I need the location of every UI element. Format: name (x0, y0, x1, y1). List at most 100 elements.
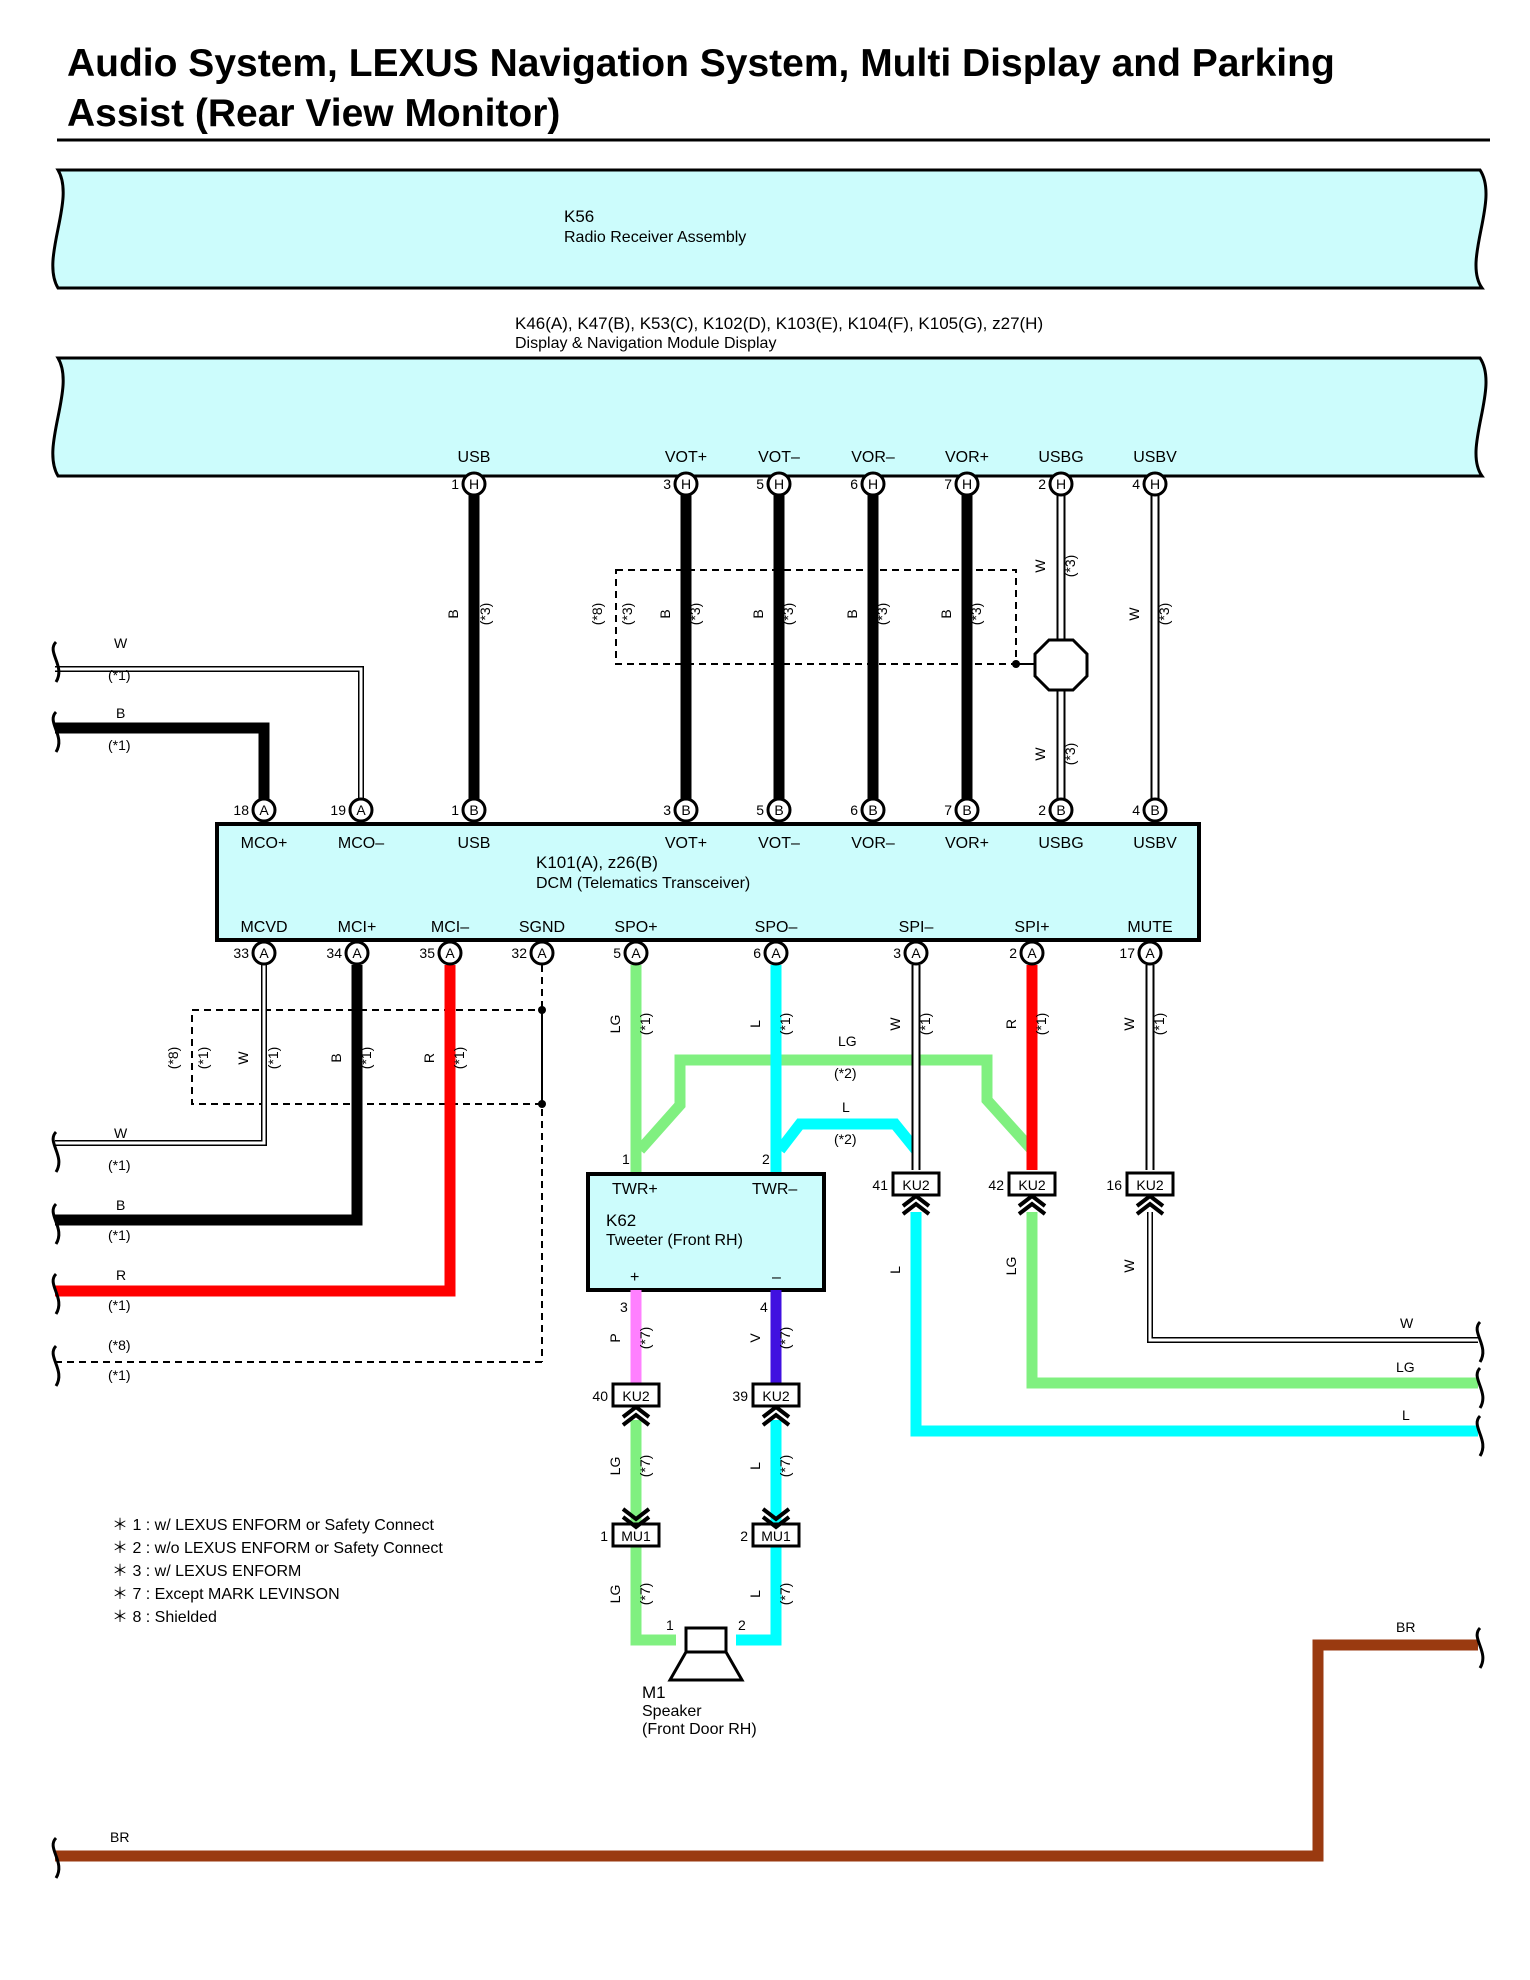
dcm-top-pin-vorm-conn: B (868, 802, 877, 818)
dcm-top-pin-usb-conn: B (469, 802, 478, 818)
dcm-bottom-pin-spom-num: 6 (753, 945, 761, 961)
dcm-bottom-pin-spom-conn: A (771, 945, 781, 961)
wl-note2-b: (*2) (834, 1131, 857, 1147)
vl-lo-n8: (*8) (165, 1047, 181, 1070)
conn-ku2-41-chevron-icon (901, 1194, 931, 1216)
dcm-bottom-pin-mute-conn: A (1145, 945, 1155, 961)
k62-pin-twr-plus: TWR+ (612, 1181, 658, 1198)
dcm-top-pin-votp-num: 3 (663, 802, 671, 818)
vl-usb-b: B (445, 609, 461, 618)
vl-ku40-lg: LG (607, 1457, 623, 1476)
dcm-top-pin-mcom: A19 (330, 797, 374, 823)
vl-spom-l: L (747, 1020, 763, 1028)
nav-pin-votm-conn: H (774, 476, 784, 492)
dcm-top-pin-vorm: B6 (850, 797, 886, 823)
wl-note1-e: (*1) (108, 1297, 131, 1313)
nav-pin-vorm-num: 6 (850, 476, 858, 492)
vl-mu1-l-n7: (*7) (777, 1583, 793, 1606)
wire-mu1-2-l (736, 1546, 782, 1646)
wl-b-top: B (116, 705, 125, 721)
conn-ku2-41-label: KU2 (902, 1177, 929, 1193)
wl-lg-right: LG (1396, 1359, 1415, 1375)
dcm-bottom-pin-mcvd-num: 33 (233, 945, 249, 961)
k62-plus: + (630, 1269, 639, 1286)
vl-ku39-n7: (*7) (777, 1455, 793, 1478)
conn-ku2-41-num: 41 (872, 1177, 888, 1193)
vl-vorm-n3: (*3) (874, 603, 890, 626)
conn-ku2-40-label: KU2 (622, 1388, 649, 1404)
wire-mcom-white (55, 667, 363, 814)
nav-pin-votm: H5 (756, 471, 792, 497)
dcm-name: DCM (Telematics Transceiver) (536, 875, 750, 892)
vl-usbg-n3b: (*3) (1062, 743, 1078, 766)
wl-br-left: BR (110, 1829, 129, 1845)
nav-pin-usbv-label: USBV (1133, 449, 1177, 466)
conn-mu1-2-num: 2 (740, 1528, 748, 1544)
legend-4: ＊ 7 : Except MARK LEVINSON (112, 1586, 340, 1603)
vl-usbg-w1: W (1032, 559, 1048, 573)
k62-id: K62 (606, 1211, 636, 1230)
dcm-bottom-pin-spip-num: 2 (1009, 945, 1017, 961)
nav-pin-usbg-conn: H (1056, 476, 1066, 492)
vl-spip-r: R (1003, 1019, 1019, 1029)
wire-mcvd-white-outline (55, 965, 267, 1146)
vl-k62-v: V (747, 1333, 763, 1343)
vl-vorm-b: B (844, 609, 860, 618)
vl-votp-n3: (*3) (687, 603, 703, 626)
dcm-top-pin-mcom-conn: A (356, 802, 366, 818)
conn-ku2-41: KU2 41 (872, 1171, 941, 1216)
pin-m1-1: 1 (666, 1617, 674, 1633)
shield-box-top (615, 569, 1017, 665)
dcm-top-pin-vorp-conn: B (962, 802, 971, 818)
k62-name: Tweeter (Front RH) (606, 1232, 743, 1249)
dcm-pin-mute-label: MUTE (1127, 919, 1172, 936)
vl-mute-w: W (1121, 1017, 1137, 1031)
vl-mute-n1: (*1) (1151, 1013, 1167, 1036)
dcm-pin-mcim-label: MCI– (431, 919, 469, 936)
nav-pin-vorm-conn: H (868, 476, 878, 492)
dcm-top-pin-votp-conn: B (681, 802, 690, 818)
wire-ku2-41-l (910, 1212, 1478, 1437)
vl-lo-n1: (*1) (195, 1047, 211, 1070)
wl-l-right: L (1402, 1407, 1410, 1423)
dcm-bottom-pin-mcim: A35 (419, 940, 463, 966)
nav-pin-vorm-label: VOR– (851, 449, 895, 466)
wl-w-mid: W (114, 1125, 128, 1141)
vl-usbv-w: W (1126, 607, 1142, 621)
dcm-top-pin-mcop-num: 18 (233, 802, 249, 818)
wire-l-star2 (775, 1118, 921, 1154)
dcm-pin-mcip-label: MCI+ (338, 919, 377, 936)
dcm-pin-mcop-label: MCO+ (241, 835, 288, 852)
pin-twr-2: 2 (762, 1151, 770, 1167)
dcm-pin-usbv-label: USBV (1133, 835, 1177, 852)
dcm-top-pin-vorm-num: 6 (850, 802, 858, 818)
title-line-1: Audio System, LEXUS Navigation System, M… (67, 42, 1335, 85)
dcm-bottom-pin-spim-num: 3 (893, 945, 901, 961)
conn-ku2-42-label: KU2 (1018, 1177, 1045, 1193)
nav-pin-votp: H3 (663, 471, 699, 497)
nav-pin-votm-num: 5 (756, 476, 764, 492)
k56-name: Radio Receiver Assembly (564, 229, 746, 246)
shield-junction-dot (1012, 660, 1020, 668)
dcm-pin-spim-label: SPI– (899, 919, 934, 936)
conn-ku2-16-num: 16 (1106, 1177, 1122, 1193)
conn-ku2-40-num: 40 (592, 1388, 608, 1404)
conn-ku2-40: KU2 40 (592, 1382, 661, 1427)
vl-spip-n1: (*1) (1033, 1013, 1049, 1036)
vl-k62-p-n7: (*7) (637, 1327, 653, 1350)
wl-note1-d: (*1) (108, 1227, 131, 1243)
dcm-pin-vorm-label: VOR– (851, 835, 895, 852)
dcm-pin-usb-label: USB (458, 835, 491, 852)
nav-pin-votp-num: 3 (663, 476, 671, 492)
vl-vorp-b: B (938, 609, 954, 618)
left-break-marks (51, 640, 61, 1879)
dcm-bottom-pin-sgnd-num: 32 (511, 945, 527, 961)
dcm-pin-sgnd-label: SGND (519, 919, 565, 936)
wire-mcim-red (55, 965, 456, 1297)
dcm-bottom-pin-mute: A17 (1119, 940, 1163, 966)
dcm-bottom-pin-sgnd-conn: A (537, 945, 547, 961)
dcm-box (215, 822, 1201, 942)
legend-5: ＊ 8 : Shielded (112, 1609, 217, 1626)
dcm-top-pin-usbg-num: 2 (1038, 802, 1046, 818)
